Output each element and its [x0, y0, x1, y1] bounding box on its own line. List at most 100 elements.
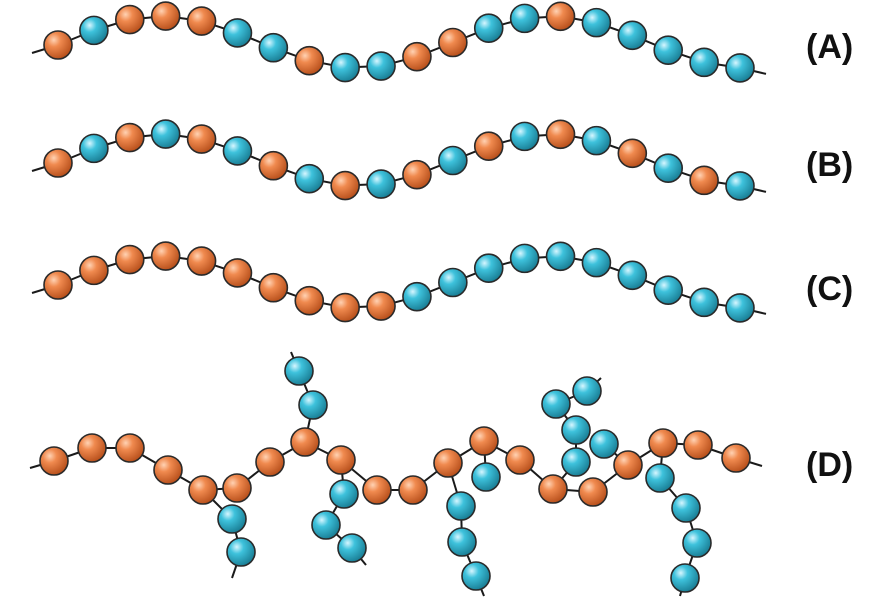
blue-monomer	[509, 121, 540, 152]
orange-monomer	[150, 1, 181, 31]
blue-monomer	[226, 537, 256, 567]
blue-monomer	[653, 153, 684, 183]
blue-monomer	[446, 491, 476, 521]
blue-monomer	[284, 356, 314, 386]
orange-monomer	[150, 241, 181, 271]
blue-monomer	[258, 32, 289, 63]
orange-monomer	[114, 244, 145, 275]
blue-monomer	[725, 53, 755, 83]
orange-monomer	[398, 475, 428, 505]
blue-monomer	[617, 260, 648, 291]
orange-monomer	[473, 131, 504, 161]
blue-monomer	[561, 447, 591, 477]
orange-monomer	[402, 41, 432, 72]
blue-monomer	[79, 133, 109, 164]
blue-monomer	[653, 275, 684, 305]
orange-monomer	[77, 433, 107, 463]
orange-monomer	[188, 475, 218, 505]
orange-monomer	[114, 122, 145, 153]
orange-monomer	[290, 427, 320, 457]
orange-monomer	[326, 445, 356, 475]
orange-monomer	[255, 447, 285, 477]
orange-monomer	[43, 270, 73, 300]
orange-monomer	[186, 6, 217, 36]
blue-monomer	[689, 287, 719, 318]
orange-monomer	[258, 272, 289, 303]
blue-monomer	[473, 13, 504, 43]
blue-monomer	[438, 267, 468, 298]
label-a: (A)	[806, 28, 853, 66]
blue-monomer	[294, 163, 325, 194]
blue-monomer	[509, 3, 540, 34]
blue-monomer	[653, 35, 684, 65]
orange-monomer	[362, 475, 392, 505]
orange-monomer	[43, 30, 73, 60]
orange-monomer	[545, 119, 576, 150]
blue-monomer	[298, 390, 328, 420]
orange-monomer	[689, 165, 719, 196]
blue-monomer	[581, 125, 612, 156]
orange-monomer	[469, 426, 499, 456]
blue-monomer	[671, 493, 701, 523]
blue-monomer	[471, 462, 501, 492]
orange-monomer	[433, 448, 463, 478]
blue-monomer	[509, 243, 540, 274]
orange-monomer	[79, 255, 109, 286]
blue-monomer	[329, 479, 359, 509]
blue-monomer	[311, 510, 341, 540]
orange-monomer	[222, 258, 253, 288]
blue-monomer	[461, 561, 491, 591]
blue-monomer	[366, 51, 396, 81]
orange-monomer	[330, 292, 360, 323]
blue-monomer	[337, 533, 367, 563]
blue-monomer	[447, 527, 477, 557]
orange-monomer	[39, 446, 69, 476]
block-copolymer-chain	[31, 241, 767, 323]
blue-monomer	[645, 463, 675, 493]
blue-monomer	[217, 504, 247, 534]
blue-monomer	[572, 376, 602, 406]
blue-monomer	[438, 145, 468, 176]
blue-monomer	[222, 136, 253, 166]
blue-monomer	[725, 293, 755, 323]
orange-monomer	[330, 170, 360, 201]
orange-monomer	[153, 455, 183, 485]
blue-monomer	[689, 47, 719, 78]
orange-monomer	[114, 4, 145, 35]
orange-monomer	[366, 291, 396, 321]
orange-monomer	[505, 445, 535, 475]
blue-monomer	[541, 389, 571, 419]
blue-monomer	[682, 528, 712, 558]
label-c: (C)	[806, 270, 853, 308]
orange-monomer	[222, 473, 252, 503]
blue-monomer	[330, 52, 360, 83]
label-b: (B)	[806, 146, 853, 184]
orange-monomer	[538, 474, 568, 504]
orange-monomer	[115, 433, 145, 463]
orange-monomer	[545, 1, 576, 32]
orange-monomer	[578, 477, 608, 507]
orange-monomer	[402, 159, 432, 190]
blue-monomer	[402, 281, 432, 312]
orange-monomer	[721, 443, 751, 473]
blue-monomer	[150, 119, 181, 149]
alternating-random-copolymer-chain	[31, 1, 767, 83]
label-d: (D)	[806, 446, 853, 484]
blue-monomer	[222, 18, 253, 48]
orange-monomer	[613, 450, 643, 480]
orange-monomer	[294, 285, 325, 316]
orange-monomer	[258, 150, 289, 181]
alternating-copolymer-chain	[31, 119, 767, 201]
orange-monomer	[683, 430, 713, 460]
blue-monomer	[670, 563, 700, 593]
blue-monomer	[366, 169, 396, 199]
blue-monomer	[617, 20, 648, 51]
blue-monomer	[473, 253, 504, 283]
blue-monomer	[581, 247, 612, 278]
blue-monomer	[725, 171, 755, 201]
orange-monomer	[438, 27, 468, 58]
orange-monomer	[186, 124, 217, 154]
orange-monomer	[186, 246, 217, 276]
orange-monomer	[617, 138, 648, 169]
